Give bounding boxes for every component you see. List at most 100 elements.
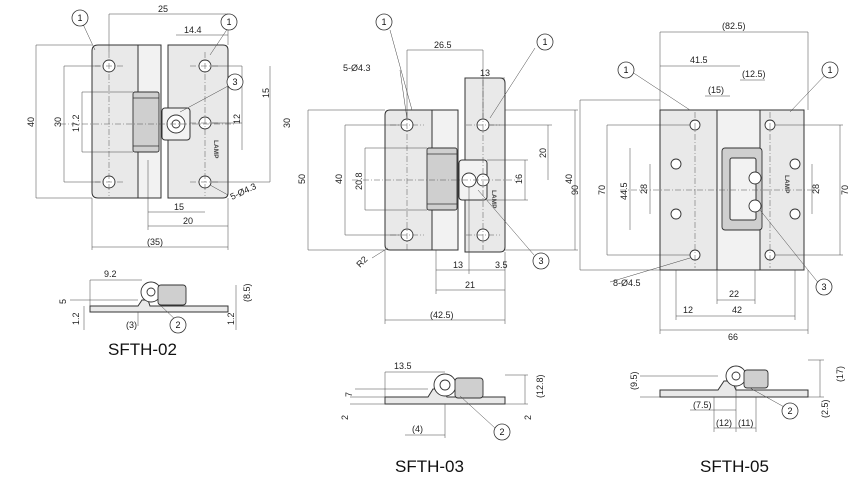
svg-text:1: 1 xyxy=(623,65,628,75)
lamp-logo-03: LAMP xyxy=(490,190,497,209)
dim-44-5: 44.5 xyxy=(619,182,629,200)
svg-text:1: 1 xyxy=(381,17,386,27)
callout-1a-03 xyxy=(375,13,393,31)
lamp-logo-02: LAMP xyxy=(212,140,219,159)
model-title-sfth-05: SFTH-05 xyxy=(700,457,769,476)
dim-42-5: (42.5) xyxy=(430,310,454,320)
svg-text:1: 1 xyxy=(226,17,231,27)
callout-3-05 xyxy=(815,278,833,296)
svg-text:3: 3 xyxy=(232,77,237,87)
dim-7-5: (7.5) xyxy=(693,400,712,410)
dim-12-5: (12.5) xyxy=(742,69,766,79)
sfth-02-side-view xyxy=(70,279,237,330)
sfth-03-front-view: LAMP xyxy=(307,29,578,324)
dim-holes-02: 5-Ø4.3 xyxy=(229,181,258,202)
svg-text:2: 2 xyxy=(787,406,792,416)
dim-35: (35) xyxy=(147,237,163,247)
dim-2b-03: 2 xyxy=(523,415,533,420)
model-title-sfth-02: SFTH-02 xyxy=(108,340,177,359)
dim-holes-05: 8-Ø4.5 xyxy=(613,278,641,288)
dim-40a: 40 xyxy=(334,174,344,184)
dim-14-4: 14.4 xyxy=(184,25,202,35)
model-title-sfth-03: SFTH-03 xyxy=(395,457,464,476)
dim-13-5: 13.5 xyxy=(394,361,412,371)
dim-15v: 15 xyxy=(261,88,271,98)
dim-3-5: 3.5 xyxy=(495,260,508,270)
dim-42: 42 xyxy=(732,305,742,315)
dim-26-5: 26.5 xyxy=(434,40,452,50)
dim-28a: 28 xyxy=(639,184,649,194)
sfth-02-front-view: LAMP xyxy=(35,13,271,250)
callout-2-03 xyxy=(493,423,511,441)
dim-17: (17) xyxy=(835,366,845,382)
dim-holes-03: 5-Ø4.3 xyxy=(343,63,371,73)
callout-3-03 xyxy=(532,252,550,270)
dim-40b: 40 xyxy=(564,174,574,184)
callout-1b-05 xyxy=(821,61,839,79)
dim-7: 7 xyxy=(344,392,354,397)
dim-21: 21 xyxy=(465,280,475,290)
dim-90: 90 xyxy=(570,185,580,195)
dim-4: (4) xyxy=(412,424,423,434)
svg-text:3: 3 xyxy=(538,256,543,266)
dim-30a: 30 xyxy=(53,117,63,127)
dim-3: (3) xyxy=(126,320,137,330)
dim-70a: 70 xyxy=(597,185,607,195)
dim-12-05: 12 xyxy=(683,305,693,315)
svg-text:1: 1 xyxy=(77,13,82,23)
dim-28b: 28 xyxy=(811,184,821,194)
dim-15h: 15 xyxy=(174,202,184,212)
dim-15-05: (15) xyxy=(708,85,724,95)
svg-text:1: 1 xyxy=(542,37,547,47)
callout-3-02 xyxy=(226,73,244,91)
dim-25: 25 xyxy=(158,4,168,14)
dim-41-5: 41.5 xyxy=(690,55,708,65)
dim-r2: R2 xyxy=(354,254,369,269)
sfth-03-side-dims: 13.5 7 2 (12.8) 2 (4) 2 xyxy=(340,361,545,441)
dim-20-8: 20.8 xyxy=(354,172,364,190)
svg-text:1: 1 xyxy=(827,65,832,75)
dim-1-2a: 1.2 xyxy=(71,312,81,325)
lamp-logo-05: LAMP xyxy=(783,175,790,194)
sfth-02-callouts: 1 1 3 xyxy=(71,9,244,91)
dim-82-5: (82.5) xyxy=(722,21,746,31)
dim-66: 66 xyxy=(728,332,738,342)
callout-1b-03 xyxy=(536,33,554,51)
svg-text:3: 3 xyxy=(821,282,826,292)
dim-9-5: (9.5) xyxy=(629,371,639,390)
sfth-03-side-view xyxy=(350,371,528,438)
dim-13b: 13 xyxy=(453,260,463,270)
sfth-02-side-dims: 9.2 5 1.2 (3) (8.5) 1.2 2 xyxy=(58,269,252,334)
sfth-05-dims: (82.5) 41.5 (12.5) (15) 90 70 44.5 28 28… xyxy=(570,21,850,342)
dim-12: 12 xyxy=(232,114,242,124)
dim-5: 5 xyxy=(58,299,68,304)
dim-8-5: (8.5) xyxy=(242,283,252,302)
callout-1b-02 xyxy=(220,13,238,31)
dim-30b: 30 xyxy=(282,118,292,128)
dim-40: 40 xyxy=(26,117,36,127)
dim-11: (11) xyxy=(738,418,753,428)
sfth-05-side-view xyxy=(640,359,824,432)
dim-70b: 70 xyxy=(840,185,850,195)
dim-50: 50 xyxy=(297,174,307,184)
dim-13a: 13 xyxy=(480,68,490,78)
sfth-05-front-view: LAMP xyxy=(579,31,843,334)
sfth-03-callouts: 1 1 3 xyxy=(375,13,554,270)
dim-22: 22 xyxy=(729,289,739,299)
dim-2-5: (2.5) xyxy=(820,399,830,418)
svg-text:2: 2 xyxy=(175,320,180,330)
dim-12-8: (12.8) xyxy=(535,374,545,398)
dim-16: 16 xyxy=(514,174,524,184)
dim-20-03: 20 xyxy=(538,148,548,158)
callout-2-02 xyxy=(169,316,187,334)
dim-9-2: 9.2 xyxy=(104,269,117,279)
svg-text:2: 2 xyxy=(499,427,504,437)
callout-1a-05 xyxy=(617,61,635,79)
callout-2-05 xyxy=(781,402,799,420)
dim-1-2b: 1.2 xyxy=(226,312,236,325)
dim-20: 20 xyxy=(183,216,193,226)
callout-1a-02 xyxy=(71,9,89,27)
sfth-05-callouts: 1 1 3 xyxy=(617,61,839,296)
dim-17-2: 17.2 xyxy=(71,114,81,132)
